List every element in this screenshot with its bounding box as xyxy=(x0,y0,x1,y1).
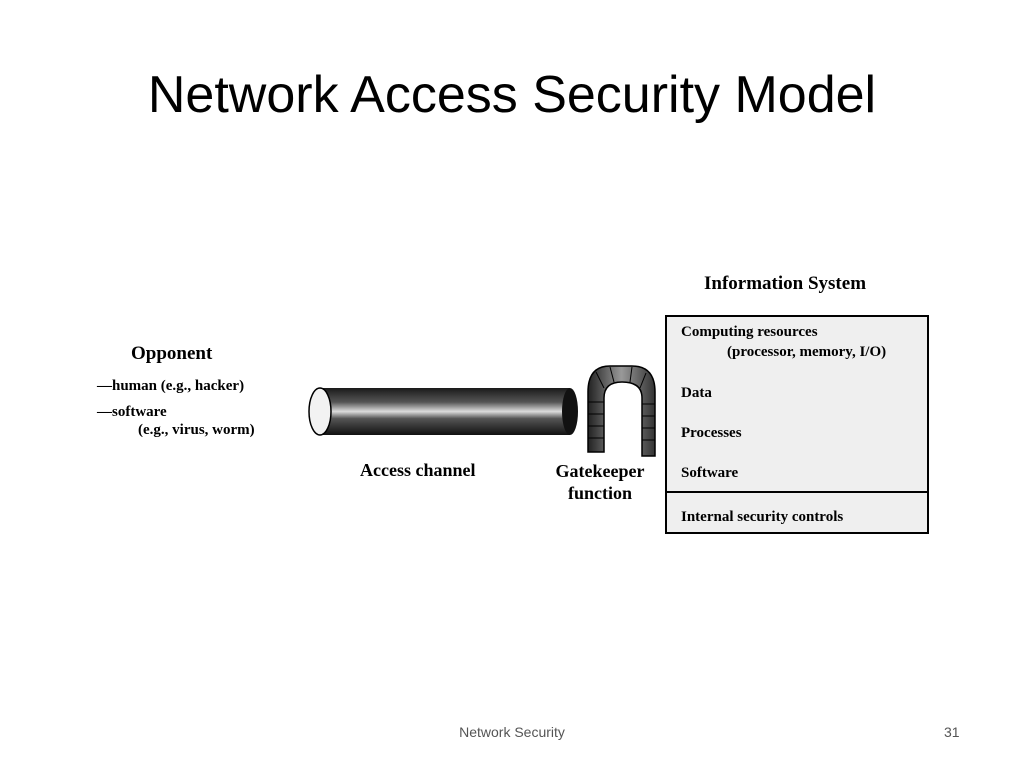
information-system-title: Information System xyxy=(704,273,867,294)
internal-security-controls: Internal security controls xyxy=(681,509,844,525)
slide-title: Network Access Security Model xyxy=(147,66,877,124)
gatekeeper-wall-icon xyxy=(587,365,656,457)
info-divider xyxy=(667,491,927,493)
information-system-box: Computing resources (processor, memory, … xyxy=(665,315,929,534)
access-channel-label: Access channel xyxy=(360,460,476,480)
gatekeeper-label-line1: Gatekeeper xyxy=(555,461,645,481)
page-number: 31 xyxy=(944,724,960,740)
info-item-computing-resources: Computing resources xyxy=(681,324,818,340)
info-item-software: Software xyxy=(681,465,739,481)
gatekeeper-label-line2: function xyxy=(567,483,632,503)
info-item-data: Data xyxy=(681,385,712,401)
opponent-software-examples: (e.g., virus, worm) xyxy=(138,422,255,438)
access-channel-pipe xyxy=(308,387,578,436)
opponent-human-line: —human (e.g., hacker) xyxy=(97,378,245,394)
info-item-processes: Processes xyxy=(681,425,742,441)
info-item-computing-details: (processor, memory, I/O) xyxy=(727,344,887,360)
opponent-title: Opponent xyxy=(131,343,213,364)
footer-title: Network Security xyxy=(459,724,565,740)
gatekeeper-label: Gatekeeper function xyxy=(538,460,662,504)
opponent-software-line: —software xyxy=(97,404,167,420)
